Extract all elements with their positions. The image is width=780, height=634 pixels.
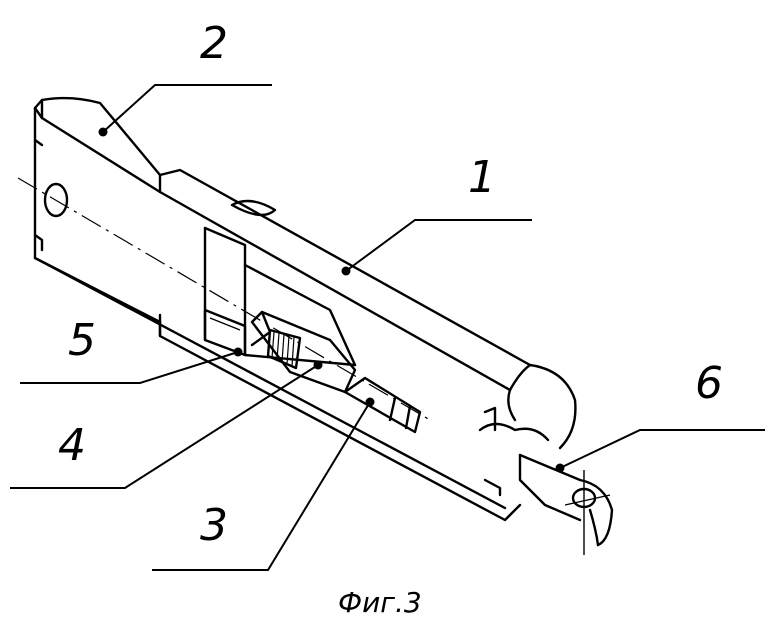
leader-lines [10,85,765,570]
cutter-assembly [205,310,420,432]
callout-5: 5 [68,315,96,366]
figure-caption: Фиг.3 [338,586,422,619]
callout-1: 1 [468,152,496,203]
callout-2: 2 [200,18,228,69]
callout-6: 6 [695,358,723,409]
callout-3: 3 [200,500,228,551]
callout-4: 4 [58,420,86,471]
